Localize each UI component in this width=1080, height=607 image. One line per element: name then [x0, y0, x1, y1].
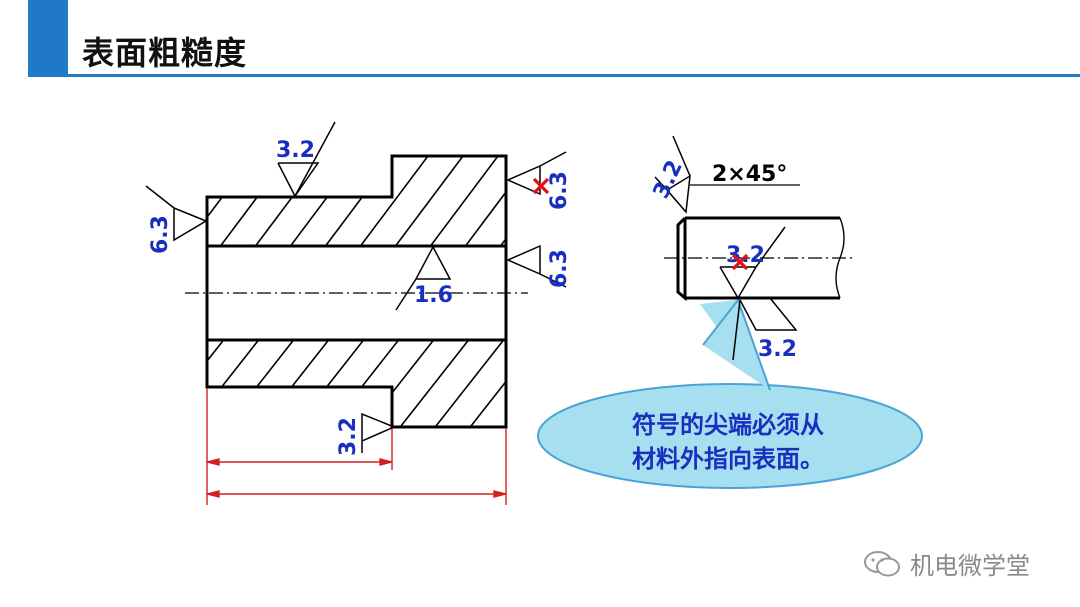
chamfer-label: 2×45°	[712, 162, 787, 187]
callout-pointer	[702, 297, 771, 391]
roughness-label: 6.3	[148, 215, 173, 254]
callout-text: 符号的尖端必须从 材料外指向表面。	[632, 411, 824, 473]
callout-line-2: 材料外指向表面。	[632, 445, 824, 473]
title-accent-bar	[28, 0, 68, 76]
roughness-values-left: 3.2 6.3 6.3 6.3 1.6 3.2	[148, 138, 572, 456]
callout-line-1: 符号的尖端必须从	[632, 411, 824, 439]
roughness-label: 1.6	[414, 283, 453, 308]
roughness-label: 3.2	[336, 417, 361, 456]
cross-mark	[731, 253, 749, 271]
roughness-label: 6.3	[547, 249, 572, 288]
callout-bubble	[537, 383, 923, 489]
roughness-label: 6.3	[547, 171, 572, 210]
part-outline	[205, 154, 508, 429]
roughness-symbols-right	[654, 135, 798, 361]
roughness-label: 3.2	[276, 138, 315, 163]
wechat-icon	[864, 550, 900, 576]
cross-mark	[532, 177, 550, 195]
roughness-symbols-left	[145, 121, 567, 453]
watermark-text: 机电微学堂	[910, 552, 1030, 580]
title-underline	[28, 74, 1080, 77]
hatch-top	[207, 156, 506, 246]
shaft-chamfer-end	[676, 216, 687, 302]
watermark: 机电微学堂	[862, 546, 1030, 581]
shaft-edges	[685, 216, 840, 300]
roughness-label: 3.2	[758, 337, 797, 362]
left-part: 3.2 6.3 6.3 6.3 1.6 3.2	[145, 121, 572, 505]
dimension-lines	[206, 388, 507, 505]
right-part: 3.2 3.2 3.2 2×45° 符号的尖端必须从 材料外指向表面。	[537, 135, 923, 489]
roughness-label: 3.2	[649, 157, 688, 203]
page-title: 表面粗糙度	[82, 34, 248, 72]
